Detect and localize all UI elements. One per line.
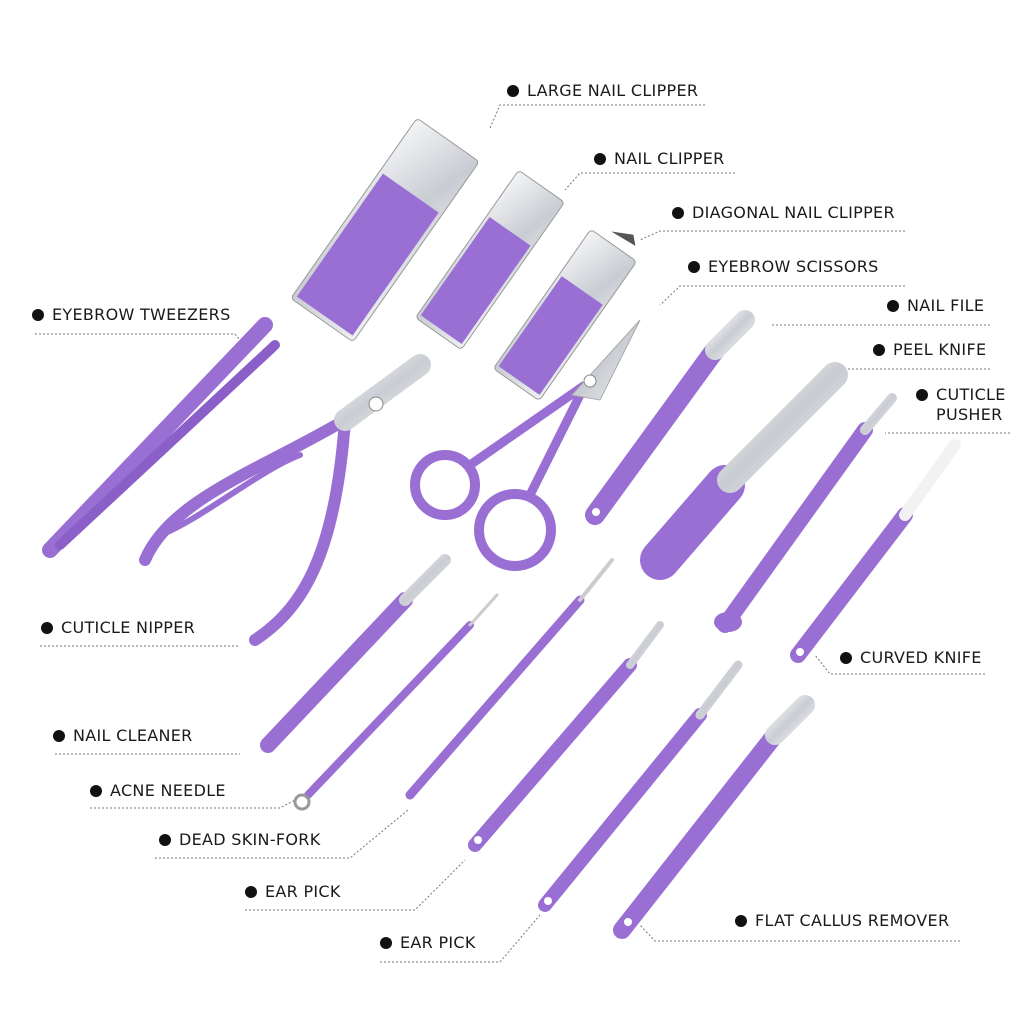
bullet-icon	[159, 834, 171, 846]
label-text: CUTICLE NIPPER	[61, 618, 196, 637]
label-text: CUTICLE	[936, 385, 1006, 404]
label-text: FLAT CALLUS REMOVER	[755, 911, 950, 930]
ear-pick-1-image	[468, 621, 664, 852]
bullet-icon	[53, 730, 65, 742]
label-text: LARGE NAIL CLIPPER	[527, 81, 699, 100]
label-text: EAR PICK	[265, 882, 341, 901]
label-eyebrow-scissors: EYEBROW SCISSORS	[688, 257, 879, 277]
nail-file-image	[585, 310, 755, 525]
bullet-icon	[873, 344, 885, 356]
bullet-icon	[688, 261, 700, 273]
label-text: EYEBROW SCISSORS	[708, 257, 879, 276]
label-cuticle-nipper: CUTICLE NIPPER	[41, 618, 195, 638]
label-ear-pick-1: EAR PICK	[245, 882, 341, 902]
ear-pick-2-image	[538, 660, 743, 912]
bullet-icon	[887, 300, 899, 312]
nail-clipper-image	[416, 171, 564, 349]
label-text: EAR PICK	[400, 933, 476, 952]
label-text: PUSHER	[936, 405, 1003, 424]
flat-callus-remover-image	[613, 695, 815, 939]
label-nail-clipper: NAIL CLIPPER	[594, 149, 725, 169]
bullet-icon	[32, 309, 44, 321]
peel-knife-image	[640, 362, 848, 580]
label-dead-skin-fork: DEAD SKIN-FORK	[159, 830, 321, 850]
label-nail-file: NAIL FILE	[887, 296, 984, 316]
cuticle-nipper-image	[139, 354, 431, 646]
label-text: NAIL FILE	[907, 296, 985, 315]
bullet-icon	[735, 915, 747, 927]
label-peel-knife: PEEL KNIFE	[873, 340, 986, 360]
leader-lines	[35, 104, 1010, 963]
bullet-icon	[90, 785, 102, 797]
label-text: EYEBROW TWEEZERS	[52, 305, 231, 324]
label-curved-knife: CURVED KNIFE	[840, 648, 982, 668]
bullet-icon	[380, 937, 392, 949]
bullet-icon	[594, 153, 606, 165]
label-text: DIAGONAL NAIL CLIPPER	[692, 203, 895, 222]
bullet-icon	[672, 207, 684, 219]
label-ear-pick-2: EAR PICK	[380, 933, 476, 953]
bullet-icon	[840, 652, 852, 664]
label-text: NAIL CLEANER	[73, 726, 193, 745]
bullet-icon	[507, 85, 519, 97]
label-acne-needle: ACNE NEEDLE	[90, 781, 226, 801]
label-text: CURVED KNIFE	[860, 648, 982, 667]
label-text: ACNE NEEDLE	[110, 781, 226, 800]
label-flat-callus-remover: FLAT CALLUS REMOVER	[735, 911, 949, 931]
bullet-icon	[245, 886, 257, 898]
curved-knife-image	[790, 439, 961, 663]
nail-cleaner-image	[260, 554, 451, 753]
acne-needle-image	[293, 593, 499, 811]
label-text: DEAD SKIN-FORK	[179, 830, 321, 849]
label-text: PEEL KNIFE	[893, 340, 987, 359]
label-diagonal-nail-clipper: DIAGONAL NAIL CLIPPER	[672, 203, 895, 223]
bullet-icon	[916, 389, 928, 401]
bullet-icon	[41, 622, 53, 634]
label-nail-cleaner: NAIL CLEANER	[53, 726, 193, 746]
eyebrow-scissors-image	[410, 319, 641, 571]
label-text: NAIL CLIPPER	[614, 149, 725, 168]
cuticle-pusher-image	[714, 393, 897, 633]
label-large-nail-clipper: LARGE NAIL CLIPPER	[507, 81, 698, 101]
eyebrow-tweezers-image	[42, 317, 280, 558]
label-eyebrow-tweezers: EYEBROW TWEEZERS	[32, 305, 231, 325]
dead-skin-fork-image	[405, 558, 614, 800]
large-nail-clipper-image	[291, 119, 479, 341]
